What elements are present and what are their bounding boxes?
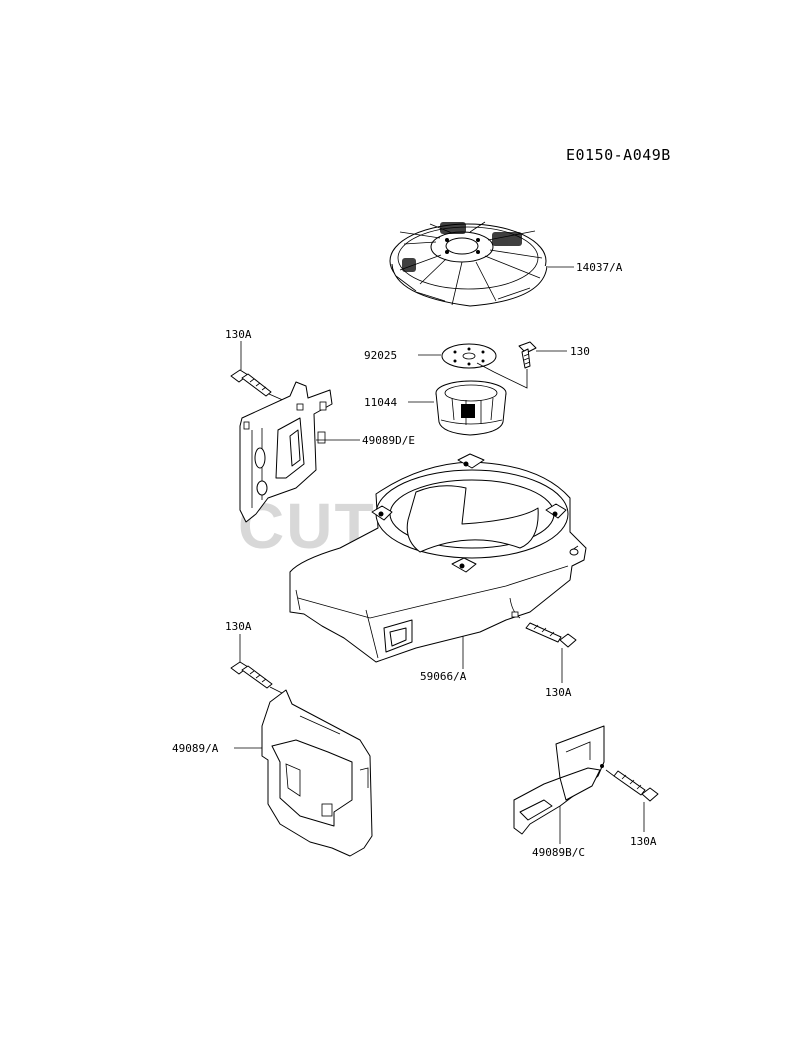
bolt-top — [518, 341, 537, 369]
label-pulley: 11044 — [364, 396, 397, 409]
label-bolt-top: 130 — [570, 345, 590, 358]
diagram-code: E0150-A049B — [566, 146, 671, 164]
label-plate: 92025 — [364, 349, 397, 362]
label-housing: 59066/A — [420, 670, 467, 683]
label-baffle-lower-right: 49089B/C — [532, 846, 585, 859]
baffle-lower-right — [513, 725, 605, 835]
pulley-plate — [441, 343, 497, 369]
label-screen: 14037/A — [576, 261, 623, 274]
label-bolt-lower-right: 130A — [630, 835, 657, 848]
label-baffle-lower-left: 49089/A — [172, 742, 219, 755]
bolt-mid-right — [525, 622, 577, 648]
baffle-lower-left — [261, 689, 373, 857]
rotating-screen — [389, 221, 548, 307]
bolt-lower-right — [613, 770, 659, 802]
baffle-upper — [239, 381, 333, 523]
starter-pulley — [435, 380, 507, 436]
fan-housing — [289, 453, 587, 663]
label-bolt-mid-left: 130A — [225, 620, 252, 633]
bolt-upper-left — [230, 369, 272, 397]
label-bolt-upper-left: 130A — [225, 328, 252, 341]
label-baffle-upper: 49089D/E — [362, 434, 415, 447]
label-bolt-mid-right: 130A — [545, 686, 572, 699]
bolt-mid-left — [230, 661, 273, 689]
